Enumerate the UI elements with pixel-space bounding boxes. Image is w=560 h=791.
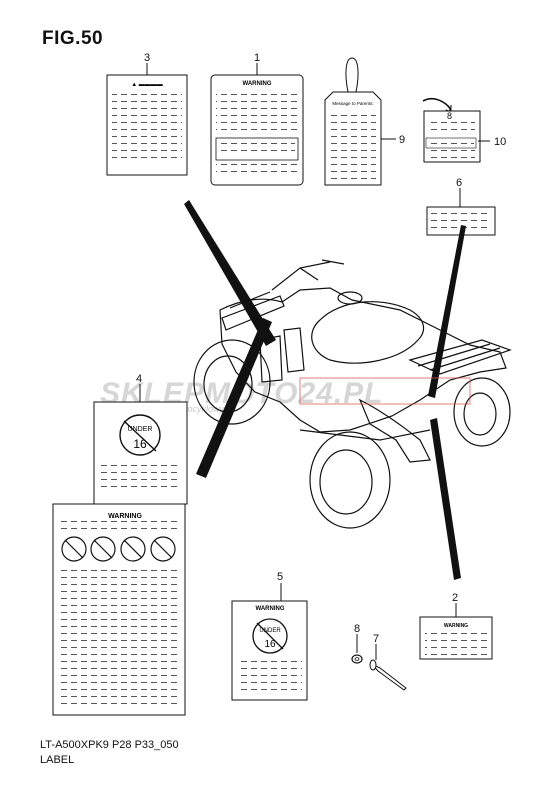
figure-title: FIG.50 [42, 28, 104, 49]
watermark-accent [299, 377, 471, 405]
callout-numbers: 3 1 9 8 10 6 4 5 2 8 7 [136, 52, 506, 645]
callout-8-top: 8 [447, 111, 452, 121]
label-2-warning-sticker: WARNING [419, 603, 493, 660]
label-9-parents-text: Message to Parents: [332, 101, 373, 106]
callout-8: 8 [354, 623, 360, 635]
label-3-warning-sticker: ▲ ▬▬▬▬ [106, 63, 188, 176]
callout-1: 1 [254, 52, 260, 64]
model-code: LT-A500XPK9 P28 P33_050 [40, 739, 179, 751]
label-10-tag [422, 98, 490, 163]
section-name: LABEL [40, 754, 75, 766]
callout-5: 5 [277, 571, 283, 583]
label-5-warning-text: WARNING [256, 606, 285, 612]
label-1-warning-text: WARNING [243, 81, 272, 87]
label-5-under-16-sticker: WARNING UNDER 16 [231, 583, 308, 701]
callout-3: 3 [144, 52, 150, 64]
label-4-under-16-sticker: UNDER 16 WARNING [52, 384, 188, 716]
callout-9: 9 [399, 134, 405, 146]
label-4-prohibition-icons [61, 536, 176, 562]
label-1-warning-sticker: WARNING [210, 63, 304, 186]
label-4-16-text: 16 [133, 437, 147, 451]
label-4-warning-text: WARNING [108, 513, 142, 520]
callout-2: 2 [452, 592, 458, 604]
callout-7: 7 [373, 633, 379, 645]
callout-10: 10 [494, 136, 506, 148]
label-9-parents-tag: Message to Parents: [324, 57, 396, 186]
svg-text:▲ ▬▬▬▬: ▲ ▬▬▬▬ [131, 82, 163, 88]
part-7-pin [369, 644, 407, 691]
label-5-16-text: 16 [264, 639, 276, 650]
label-5-under-text: UNDER [259, 628, 281, 634]
pointer-wedges [184, 200, 466, 580]
callout-6: 6 [456, 177, 462, 189]
label-4-under-text: UNDER [128, 426, 153, 433]
label-2-warning-text: WARNING [444, 623, 468, 629]
callout-4: 4 [136, 373, 142, 385]
atv-outline [193, 259, 512, 529]
part-8-washer [351, 634, 363, 664]
